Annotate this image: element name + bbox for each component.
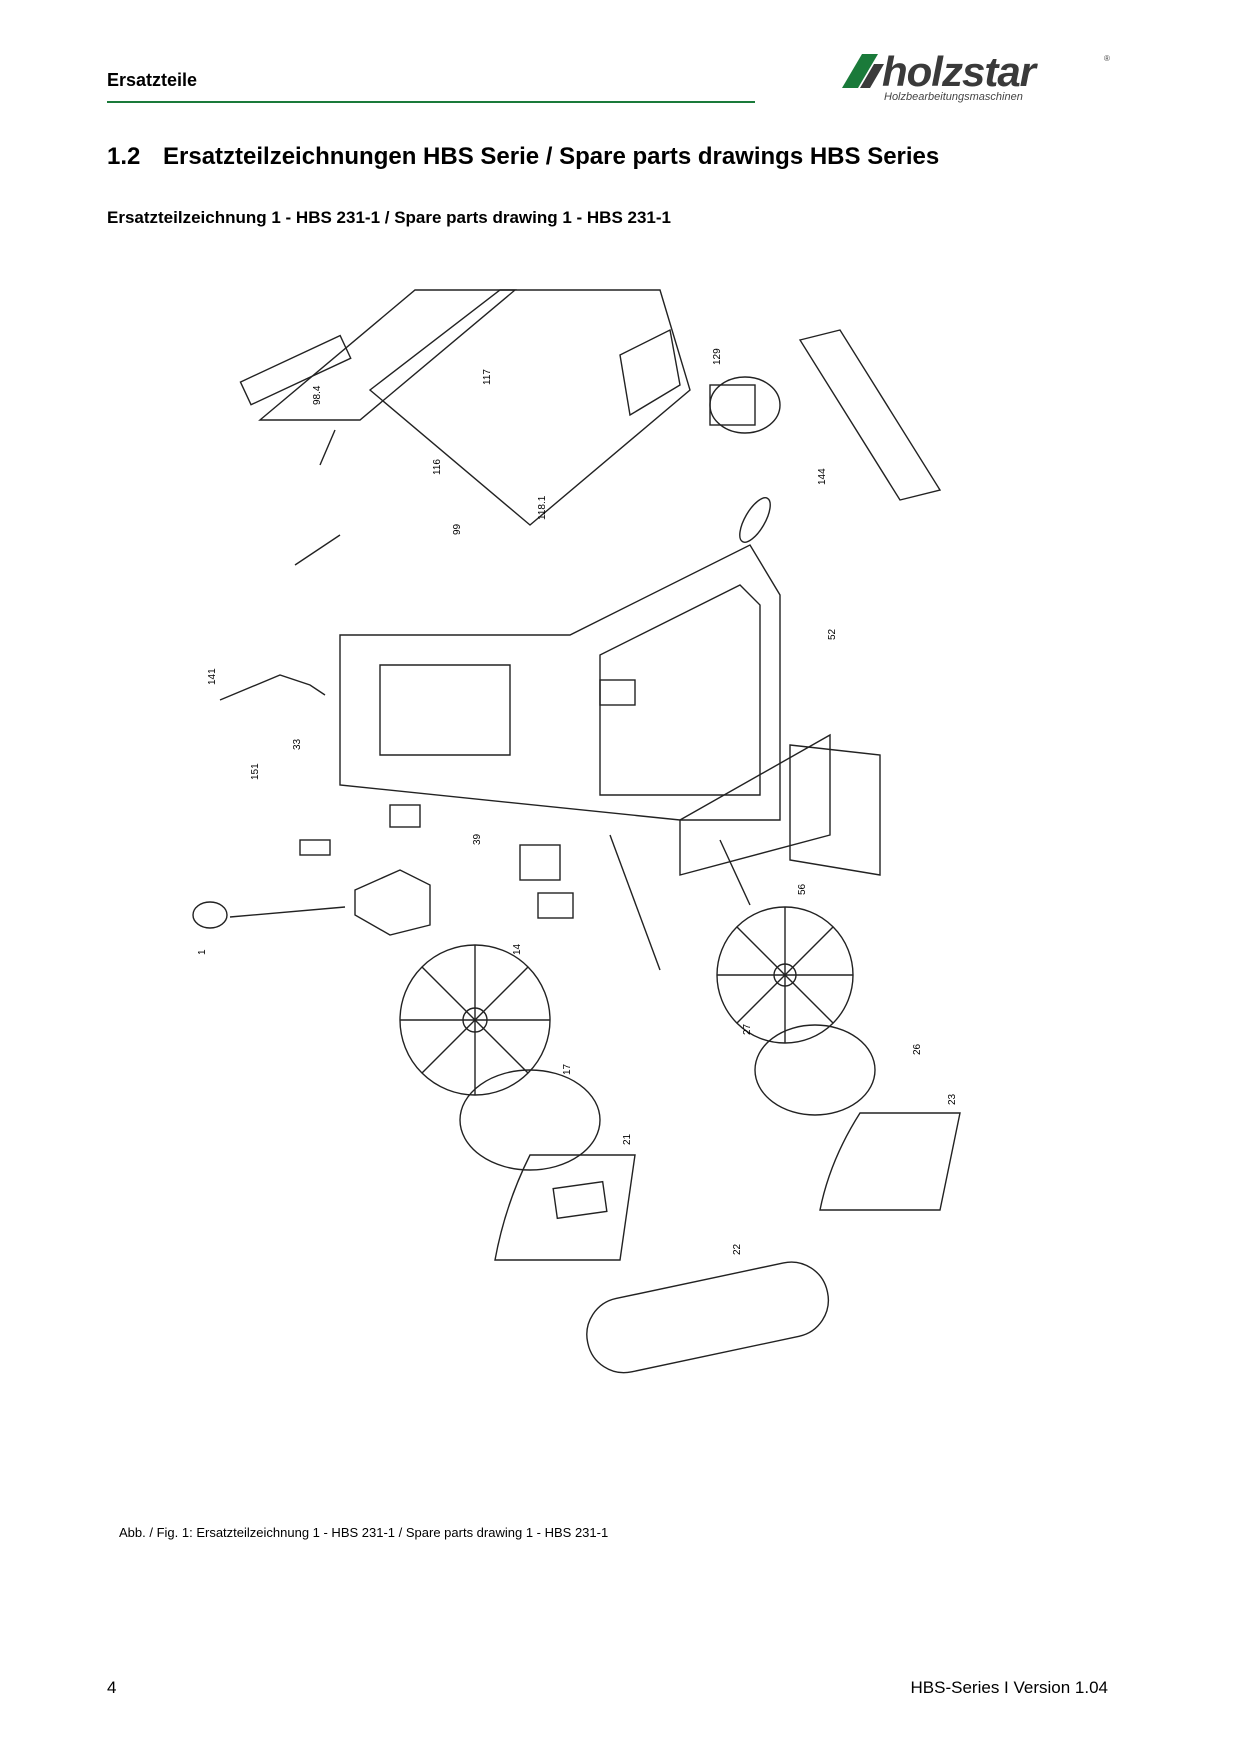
drawer xyxy=(789,744,881,876)
part-label-144: 144 xyxy=(817,468,828,485)
part-label-17: 17 xyxy=(562,1063,573,1075)
saw-blade xyxy=(586,1261,830,1374)
part-label-99: 99 xyxy=(452,523,463,535)
upper-tyre xyxy=(754,1024,876,1116)
tension-bracket xyxy=(354,869,431,936)
page-number: 4 xyxy=(107,1678,117,1697)
cabinet xyxy=(679,733,831,876)
logo-wordmark: holzstar xyxy=(882,48,1036,95)
part-label-56: 56 xyxy=(797,883,808,895)
tension-knob xyxy=(192,901,228,929)
footer-version: HBS-Series I Version 1.04 xyxy=(910,1678,1108,1697)
part-label-23: 23 xyxy=(947,1093,958,1105)
exploded-parts-drawing: 1 14 17 21 22 23 26 27 33 39 52 56 99 11… xyxy=(190,275,970,1515)
part-label-151: 151 xyxy=(250,763,261,780)
part-label-117: 117 xyxy=(482,369,493,385)
part-label-116: 116 xyxy=(432,459,443,475)
part-label-26: 26 xyxy=(912,1043,923,1055)
logo-tagline: Holzbearbeitungsmaschinen xyxy=(884,91,1023,103)
upper-door xyxy=(819,1112,961,1211)
lower-tyre xyxy=(459,1069,601,1171)
bandsaw-exploded-view: 1 14 17 21 22 23 26 27 33 39 52 56 99 11… xyxy=(192,289,961,1374)
drawing-title: Ersatzteilzeichnung 1 - HBS 231-1 / Spar… xyxy=(107,208,672,227)
fence-handle xyxy=(219,674,326,701)
page-header-title: Ersatzteile xyxy=(107,70,198,90)
section-number: 1.2 xyxy=(107,143,141,170)
part-number-labels: 1 14 17 21 22 23 26 27 33 39 52 56 99 11… xyxy=(197,348,958,1255)
section-title: Ersatzteilzeichnungen HBS Serie / Spare … xyxy=(163,143,940,170)
part-label-118-1: 118.1 xyxy=(537,495,548,520)
part-label-1: 1 xyxy=(197,949,208,955)
drive-belt xyxy=(739,497,771,543)
logo-mark-icon xyxy=(842,54,884,88)
part-label-27: 27 xyxy=(742,1023,753,1035)
lower-door xyxy=(494,1154,636,1261)
part-label-22: 22 xyxy=(732,1243,743,1255)
header-rule xyxy=(107,101,755,103)
logo-registered-mark: ® xyxy=(1104,54,1110,63)
right-top-guard xyxy=(798,329,942,501)
part-label-21: 21 xyxy=(622,1133,633,1145)
part-label-98-4: 98.4 xyxy=(312,385,323,405)
figure-caption: Abb. / Fig. 1: Ersatzteilzeichnung 1 - H… xyxy=(119,1525,609,1540)
part-label-129: 129 xyxy=(712,348,723,365)
part-label-52: 52 xyxy=(827,628,838,640)
saw-table xyxy=(368,289,691,526)
holzstar-logo: holzstar ® Holzbearbeitungsmaschinen xyxy=(838,48,1114,108)
section-heading: 1.2 Ersatzteilzeichnungen HBS Serie / Spa… xyxy=(107,143,939,171)
tilt-bracket xyxy=(619,328,681,417)
part-label-33: 33 xyxy=(292,738,303,750)
part-label-39: 39 xyxy=(472,833,483,845)
main-frame xyxy=(339,544,781,821)
part-label-141: 141 xyxy=(207,668,218,685)
part-label-14: 14 xyxy=(512,943,523,955)
fence-rail xyxy=(239,334,352,406)
